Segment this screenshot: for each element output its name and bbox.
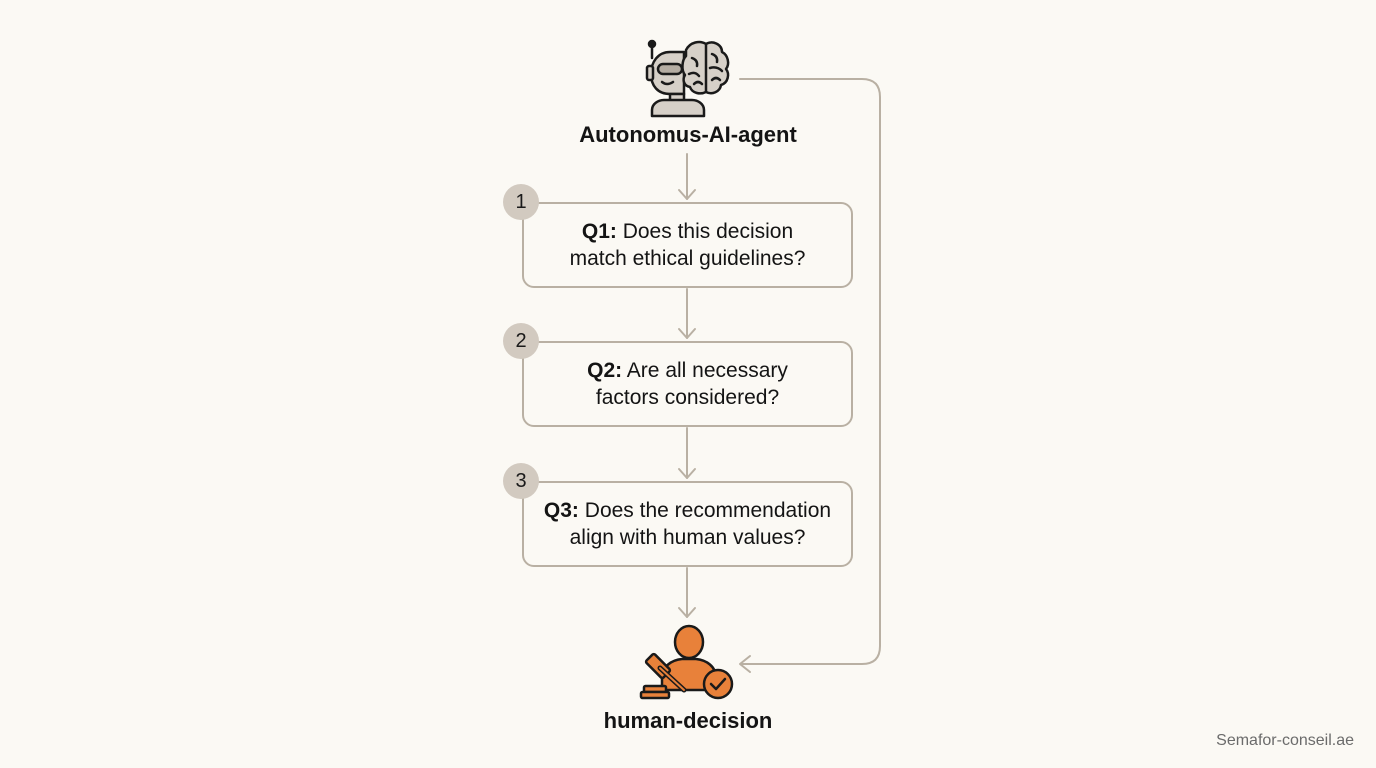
source-node-label: Autonomus-AI-agent	[579, 122, 797, 147]
question-box-q3: Q3: Does the recommendation align with h…	[522, 481, 853, 567]
question-tag: Q1:	[581, 220, 617, 243]
arrow-q1-to-q2-head	[678, 328, 696, 339]
question-line-1: Q2: Are all necessary	[587, 357, 788, 384]
step-number-badge-1: 1	[503, 184, 539, 220]
question-text: Does the recommendation	[578, 499, 832, 522]
question-line-2: match ethical guidelines?	[569, 247, 806, 270]
arrow-q3-to-human-head	[678, 607, 696, 618]
human-judge-gavel-check-icon	[639, 624, 734, 700]
question-line-1: Q1: Does this decision	[582, 218, 793, 245]
question-text: Does this decision	[616, 220, 794, 243]
step-number-badge-2: 2	[503, 323, 539, 359]
watermark-text: Semafor-conseil.ae	[1216, 732, 1354, 749]
question-text: Are all necessary	[622, 359, 788, 382]
target-node-label: human-decision	[603, 708, 773, 733]
step-number-badge-3: 3	[503, 463, 539, 499]
question-box-q2: Q2: Are all necessary factors considered…	[522, 341, 853, 427]
bypass-connector-head	[739, 655, 751, 673]
arrow-agent-to-q1-head	[678, 189, 696, 200]
arrow-q2-to-q3-head	[678, 468, 696, 479]
bypass-connector	[739, 78, 881, 665]
question-tag: Q3:	[543, 499, 579, 522]
question-line-2: align with human values?	[569, 526, 806, 549]
question-tag: Q2:	[587, 359, 623, 382]
question-line-1: Q3: Does the recommendation	[544, 497, 831, 524]
robot-brain-icon	[645, 39, 730, 118]
question-box-q1: Q1: Does this decision match ethical gui…	[522, 202, 853, 288]
question-line-2: factors considered?	[595, 386, 780, 409]
